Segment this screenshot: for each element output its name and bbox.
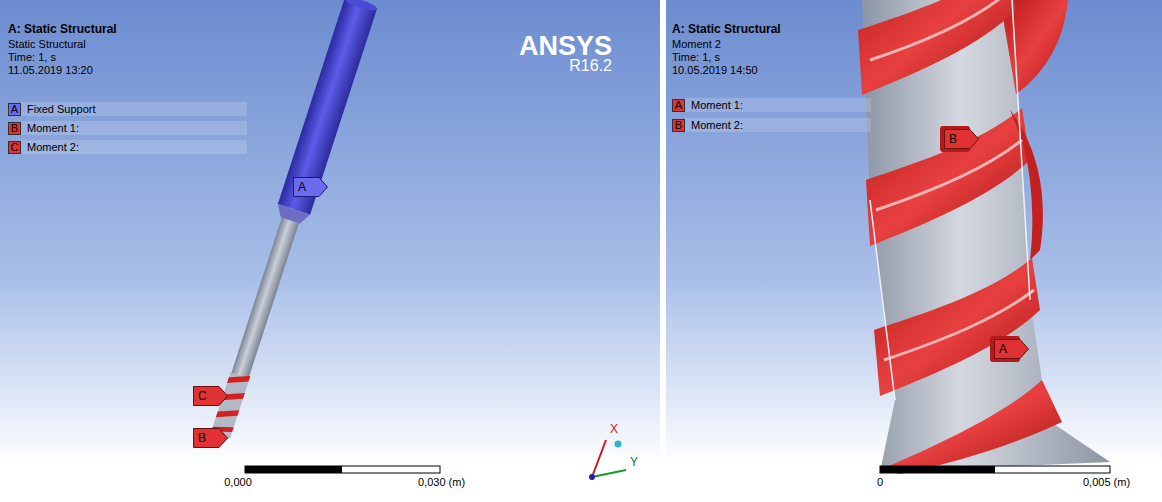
- system-title: A: Static Structural: [672, 23, 781, 37]
- callout-letter: A: [994, 339, 1007, 355]
- legend-row: BMoment 1:: [8, 119, 247, 137]
- legend-swatch: A: [8, 103, 21, 116]
- time-info: Time: 1, s: [672, 51, 720, 64]
- callout-flag: B: [944, 129, 979, 149]
- legend-text: Fixed Support: [21, 102, 247, 116]
- callout-letter: A: [293, 177, 306, 193]
- scale-value: 0: [877, 476, 883, 489]
- scale-value: 0,000: [224, 476, 252, 489]
- highlight: [870, 0, 1008, 60]
- flag-shape: [294, 178, 328, 197]
- x-axis: [592, 440, 606, 477]
- tool-neck: [231, 218, 299, 380]
- legend-letter: C: [11, 142, 19, 153]
- callout-letter: C: [193, 386, 207, 402]
- axis-triad: [589, 440, 626, 480]
- legend-swatch: B: [672, 119, 685, 132]
- flag-shape: [945, 130, 979, 149]
- y-axis: [592, 470, 626, 477]
- origin-dot: [589, 474, 595, 480]
- scale-value: 0,030 (m): [418, 476, 465, 489]
- scale-bar: [245, 466, 440, 473]
- callout-letter: B: [944, 129, 957, 145]
- scale-bar-frame: [880, 466, 1110, 473]
- flute-face: [880, 380, 1062, 474]
- analysis-type: Static Structural: [8, 38, 86, 51]
- flag-shape: [995, 340, 1029, 359]
- legend-text: Moment 2:: [21, 140, 247, 154]
- viewport-background: [666, 0, 1162, 502]
- scale-bar-frame: [245, 466, 440, 473]
- legend-text: Moment 1:: [685, 98, 871, 112]
- fixed-shank: [278, 0, 377, 214]
- shank-end: [343, 0, 378, 13]
- legend-row: BMoment 2:: [672, 116, 871, 134]
- version-label: R16.2: [569, 57, 612, 75]
- object-name: Moment 2: [672, 38, 721, 51]
- axis-label: X: [610, 423, 618, 437]
- flute-face: [874, 258, 1040, 396]
- flute-face: [216, 404, 239, 423]
- callout-flag: C: [193, 386, 228, 406]
- edge-line: [870, 200, 895, 400]
- flute-face: [227, 370, 250, 389]
- legend-row: AMoment 1:: [672, 96, 871, 114]
- flute-face: [866, 108, 1030, 246]
- legend-swatch: B: [8, 122, 21, 135]
- edge-line: [1012, 0, 1030, 300]
- timestamp: 10.05.2019 14:50: [672, 64, 758, 77]
- scale-bar-segment: [880, 466, 995, 473]
- flag-shape: [194, 429, 228, 448]
- callout-letter: B: [193, 428, 206, 444]
- legend-text: Moment 2:: [685, 118, 871, 132]
- legend-letter: A: [675, 100, 682, 111]
- time-info: Time: 1, s: [8, 51, 56, 64]
- callout-flag: A: [293, 177, 328, 197]
- legend-text: Moment 1:: [21, 121, 247, 135]
- system-title: A: Static Structural: [8, 23, 117, 37]
- scale-value: 0,005 (m): [1083, 476, 1130, 489]
- flute-detail: [858, 0, 1110, 474]
- flag-shape: [194, 387, 228, 406]
- callout-flag: B: [193, 428, 228, 448]
- scale-bar-segment: [245, 466, 342, 473]
- legend-swatch: A: [672, 99, 685, 112]
- timestamp: 11.05.2019 13:20: [8, 64, 93, 77]
- legend-swatch: C: [8, 141, 21, 154]
- legend-letter: B: [675, 120, 682, 131]
- z-axis-dot: [615, 441, 622, 448]
- flute-face: [858, 0, 1016, 95]
- highlight: [884, 290, 1034, 360]
- end-mill: [202, 0, 378, 447]
- legend-letter: B: [11, 123, 18, 134]
- scale-bar: [880, 466, 1110, 473]
- legend-row: CMoment 2:: [8, 138, 247, 156]
- legend-letter: A: [11, 104, 18, 115]
- end-mill: [202, 0, 378, 447]
- axis-label: Y: [630, 456, 638, 470]
- legend-row: AFixed Support: [8, 100, 247, 118]
- callout-flag: A: [994, 339, 1029, 359]
